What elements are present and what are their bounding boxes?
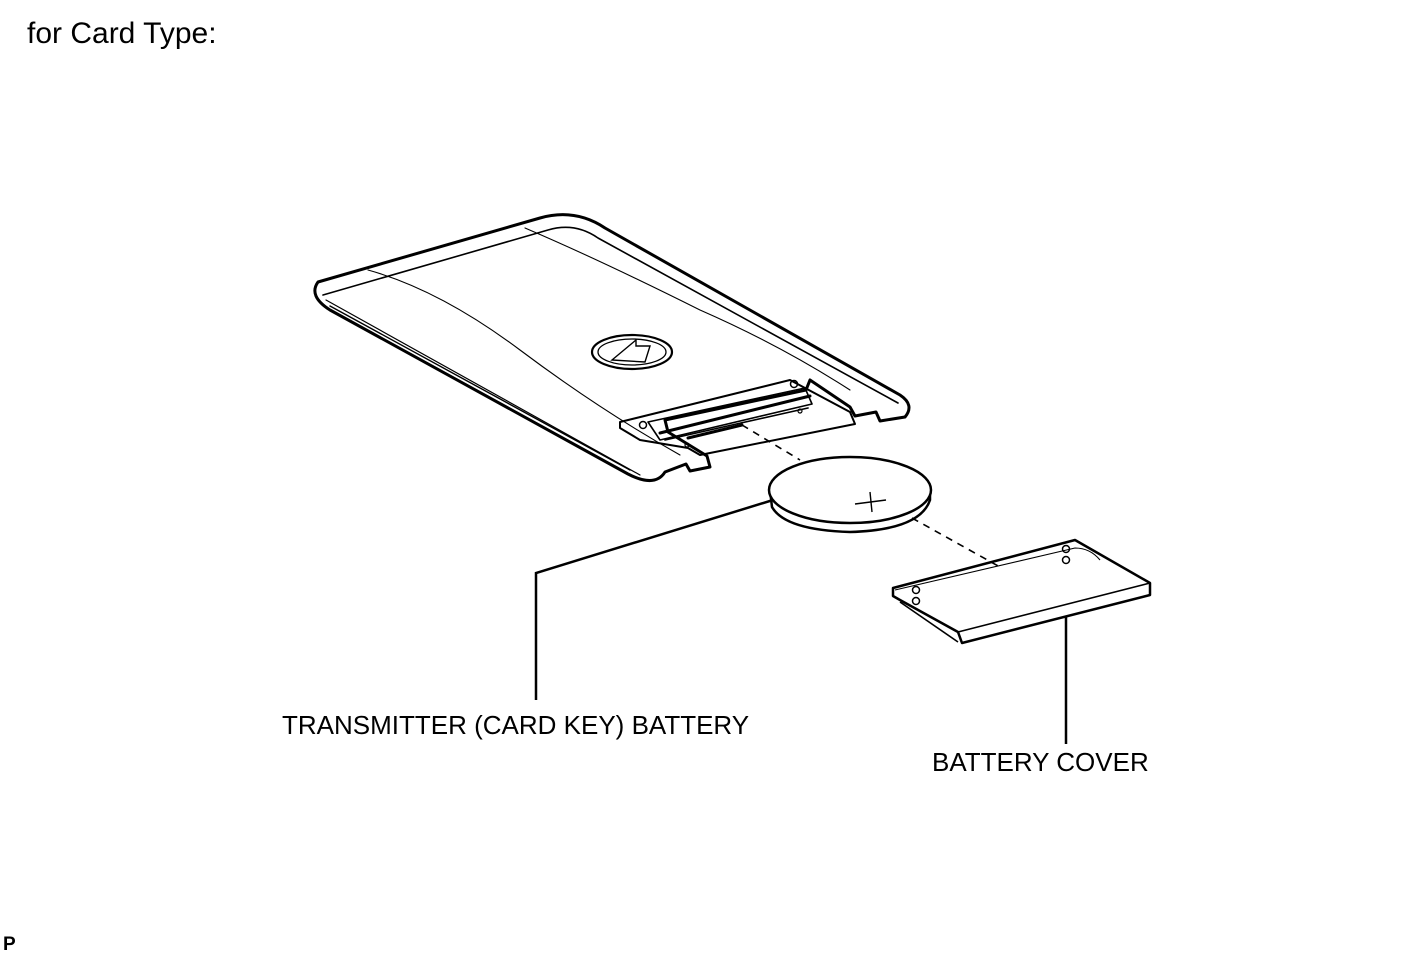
battery-cover-outline <box>891 538 1152 645</box>
battery-cover-label: BATTERY COVER <box>932 747 1149 777</box>
slot-hole <box>789 379 799 389</box>
slot-hole <box>638 420 648 430</box>
card-key-slot-rim <box>647 387 813 441</box>
card-key-slot-rail-3 <box>686 423 744 440</box>
card-key-slot-rail-2 <box>664 407 809 441</box>
battery-cover-edge-2 <box>899 601 959 643</box>
corner-mark: P <box>3 934 16 955</box>
battery-label: TRANSMITTER (CARD KEY) BATTERY <box>282 710 750 740</box>
lexus-emblem-icon <box>590 333 674 371</box>
guide-line-battery-to-card <box>741 424 801 461</box>
assembly-guides <box>741 424 1001 568</box>
battery-cover-surface <box>894 547 1101 591</box>
callout-leaders <box>534 498 1068 744</box>
card-key-slot-rail <box>658 394 812 435</box>
card-key-outline <box>313 213 911 482</box>
coin-battery <box>767 455 933 534</box>
guide-line-cover-to-battery <box>911 517 1001 568</box>
cover-hole <box>1061 544 1071 554</box>
card-key <box>313 213 911 482</box>
battery-top <box>767 455 933 525</box>
card-key-top-edge <box>322 226 899 404</box>
card-key-surface-line-2 <box>524 227 851 391</box>
slot-hole <box>797 408 803 414</box>
cover-hole <box>911 596 921 606</box>
card-key-side-edge <box>329 305 631 471</box>
card-key-side-edge-2 <box>325 299 641 476</box>
cover-hole <box>1061 555 1071 565</box>
card-key-slot <box>619 379 856 456</box>
slot-hole <box>684 442 690 448</box>
battery-cover-edge <box>957 582 1151 633</box>
page-title: for Card Type: <box>27 17 217 50</box>
battery-cover <box>891 538 1152 645</box>
cover-hole <box>911 585 921 595</box>
plus-sign <box>869 491 873 513</box>
card-key-surface-line <box>367 269 681 456</box>
leader-battery <box>534 498 774 700</box>
